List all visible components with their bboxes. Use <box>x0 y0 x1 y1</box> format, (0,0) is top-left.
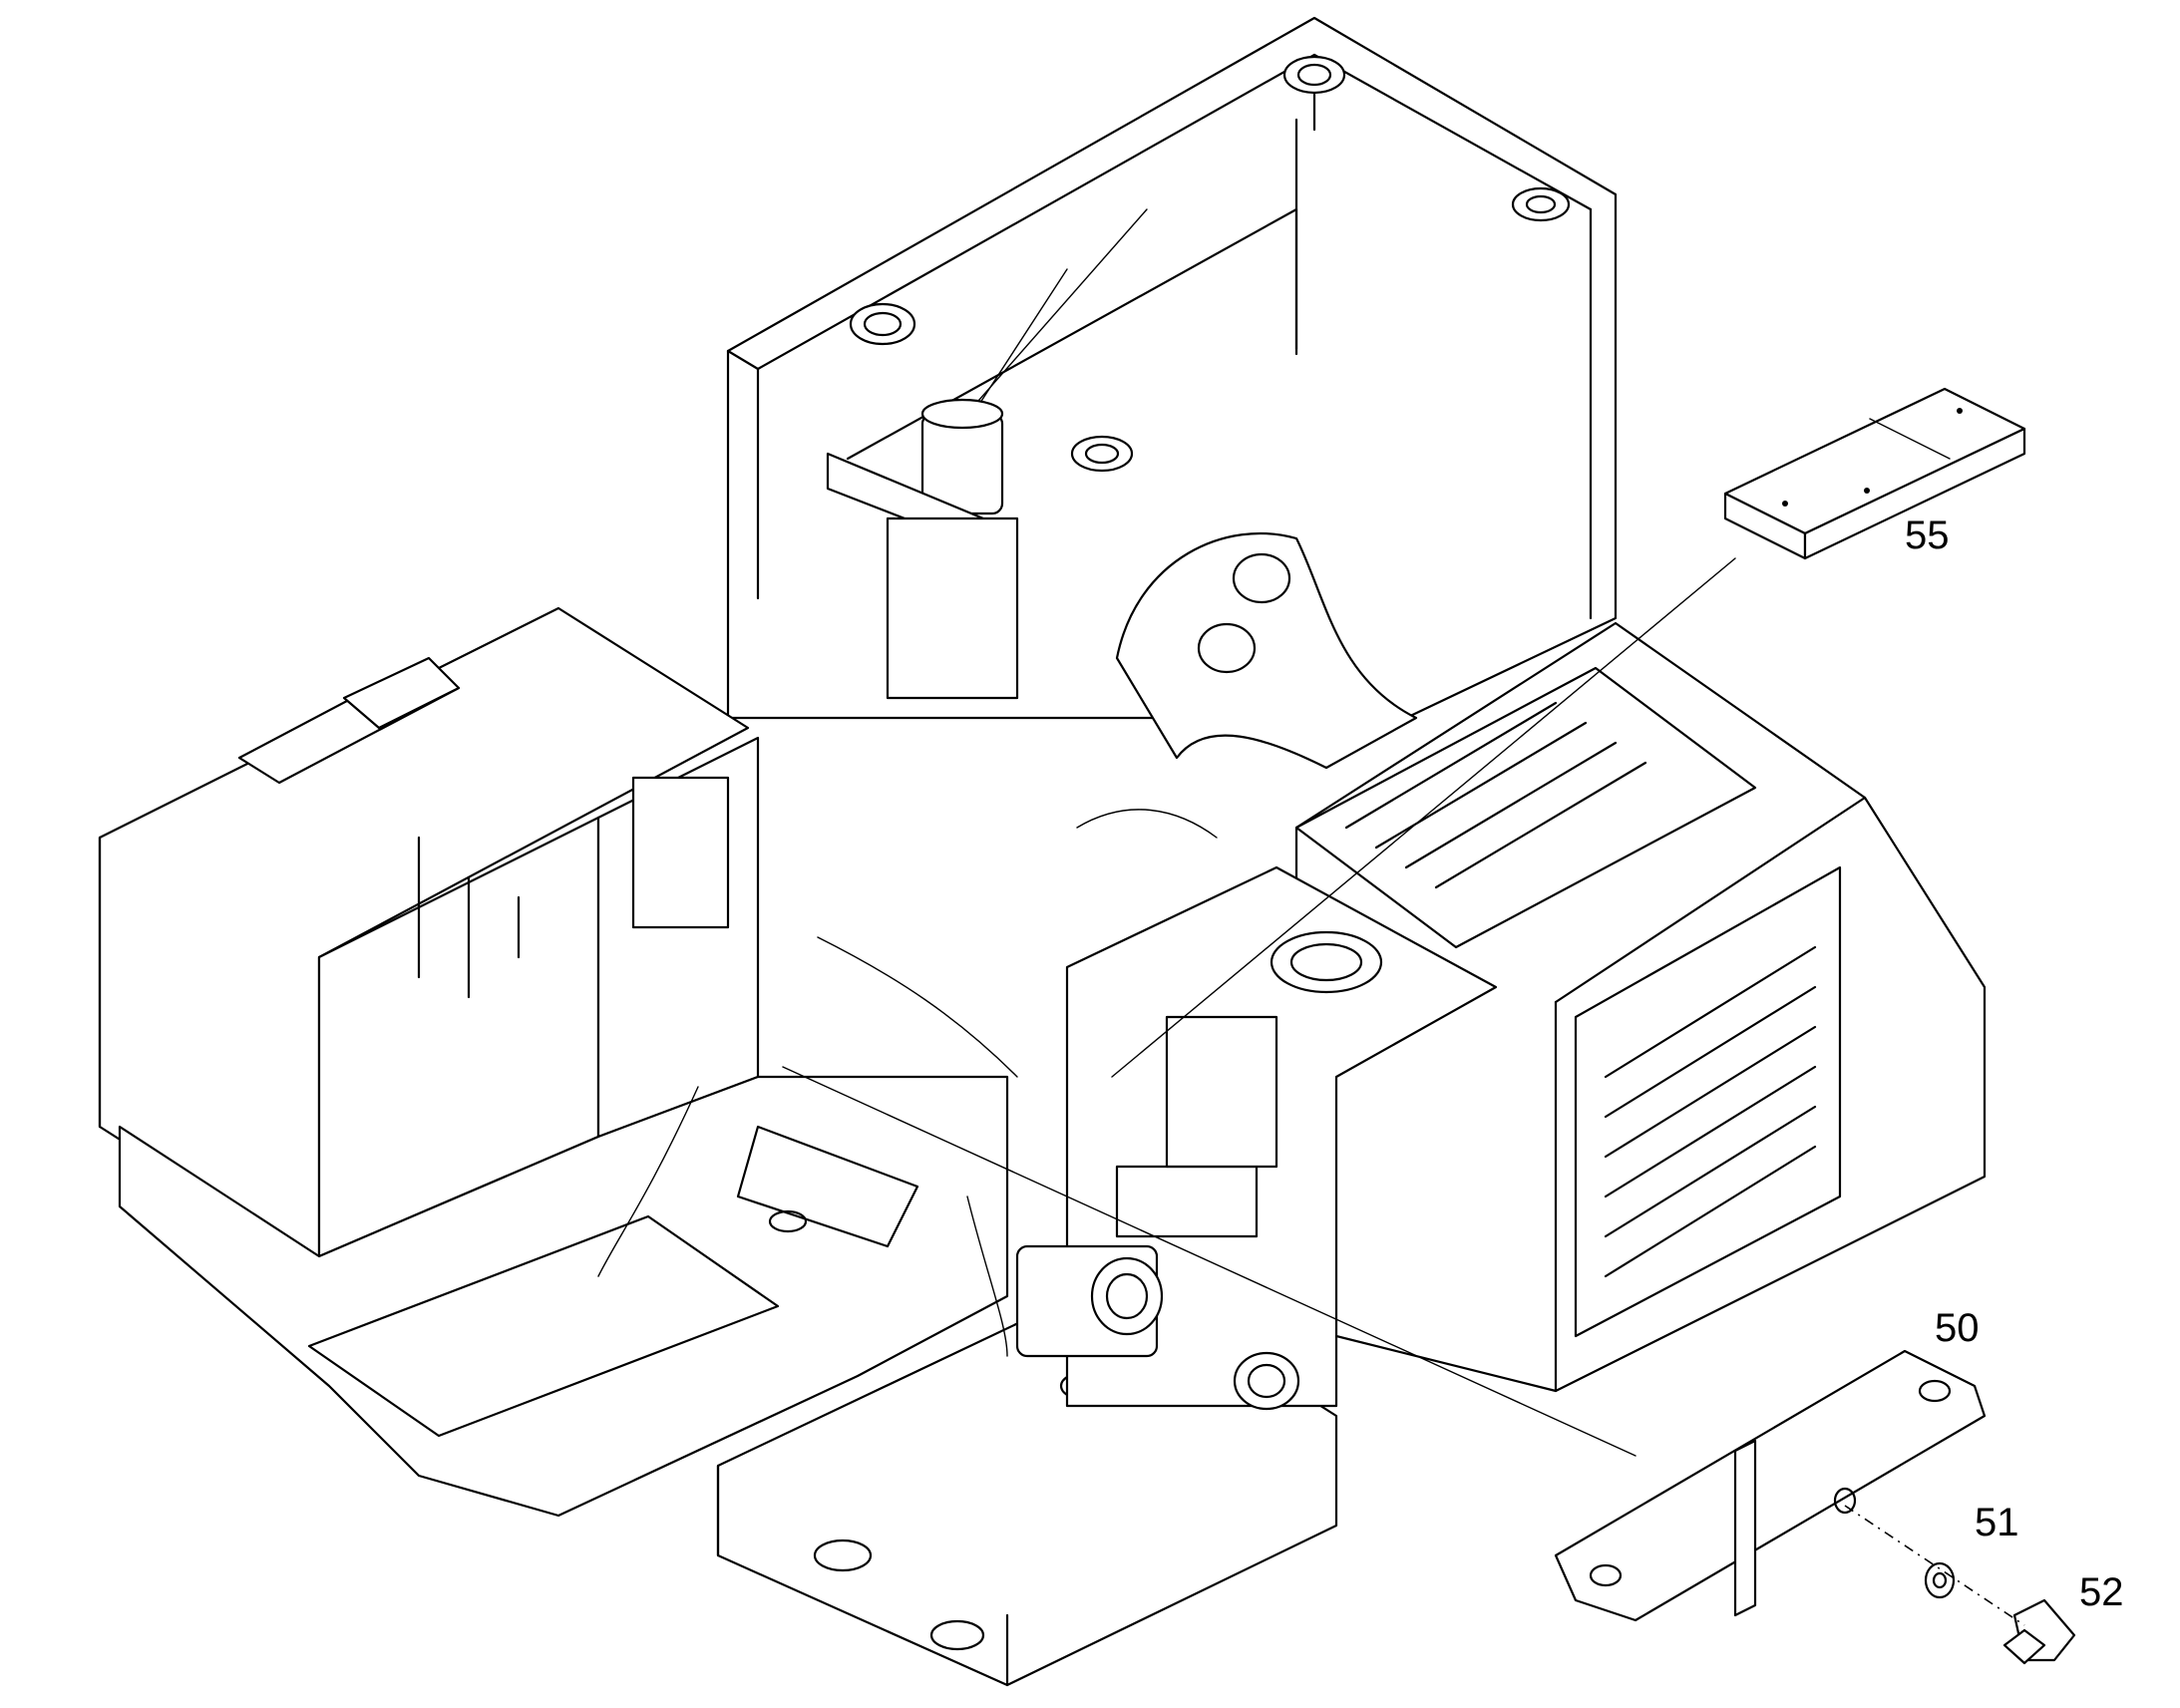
counterweight-housing <box>1294 621 1987 1393</box>
part-51-washer <box>1924 1561 1956 1599</box>
hydraulic-tank <box>1065 865 1498 1411</box>
part-50-bracket <box>1554 1349 1987 1622</box>
callout-55: 55 <box>1905 513 1950 557</box>
part-55-plate <box>1723 387 2026 560</box>
leader-lines <box>782 557 2025 1626</box>
grille-slots <box>1344 701 1817 1278</box>
callout-51: 51 <box>1975 1501 2019 1544</box>
wiring-harness <box>597 809 1218 1357</box>
hydraulic-pump-assembly <box>1015 1015 1278 1358</box>
leader-50 <box>782 1066 1636 1457</box>
boom-bracket <box>1115 531 1418 770</box>
part-52-bolt <box>2002 1598 2076 1665</box>
left-cover-box <box>98 606 760 1268</box>
callout-52: 52 <box>2079 1570 2124 1614</box>
leader-55 <box>1111 557 1736 1078</box>
callout-50: 50 <box>1935 1306 1980 1350</box>
cab-support-frame <box>726 16 1618 720</box>
